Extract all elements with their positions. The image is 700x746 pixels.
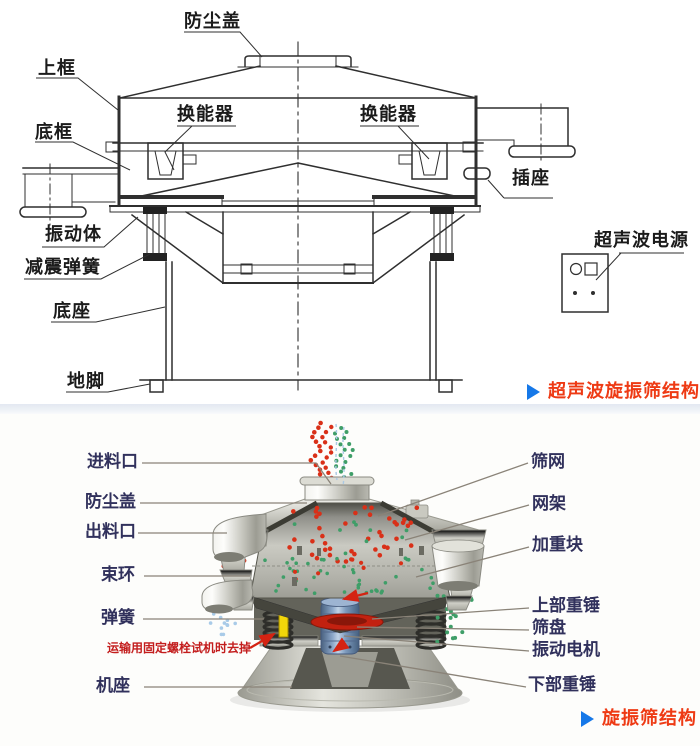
transport-bolt-warning: 运输用固定螺栓试机时去掉 [107,641,252,655]
caption-arrow-icon [527,384,540,400]
label-discharge-outlet: 出料口 [85,522,136,542]
label-machine-base: 机座 [96,676,130,696]
label-transducer-left: 换能器 [177,104,234,125]
label-ultrasonic-power: 超声波电源 [594,230,689,251]
upper-weight-ring [310,613,384,631]
discharge-outlet-upper [212,513,268,562]
label-socket: 插座 [512,168,550,189]
ultrasonic-power-box [561,253,609,313]
label-vibrating-body: 振动体 [45,224,102,245]
caption-arrow-icon [581,711,594,727]
label-base: 底座 [53,301,91,322]
label-spring: 弹簧 [101,608,135,628]
caption-ultrasonic-sieve: 超声波旋振筛结构 [527,383,700,401]
discharge-outlet-lower [201,579,254,614]
label-dust-cover-bottom: 防尘盖 [85,492,136,512]
bottom-leader-lines [138,462,530,688]
red-indicator-arrows [249,589,369,653]
label-foot: 地脚 [67,371,105,392]
label-lower-weight: 下部重锤 [528,675,596,695]
top-leader-lines [24,31,684,393]
socket-part [463,167,491,180]
label-dust-cover-top: 防尘盖 [184,11,241,32]
label-transducer-right: 换能器 [360,104,417,125]
label-clamp-ring: 束环 [101,565,135,585]
caption-rotary-sieve: 旋振筛结构 [581,710,697,728]
feed-inlet-rim [299,476,375,486]
label-upper-frame: 上框 [38,58,76,79]
label-mesh-frame: 网架 [532,494,566,514]
label-weight-block: 加重块 [532,535,583,555]
label-screen-mesh: 筛网 [531,452,565,472]
top-sectional-drawing [19,41,576,393]
label-damper-spring: 减震弹簧 [25,257,101,278]
label-vibration-motor: 振动电机 [532,640,600,660]
label-upper-weight: 上部重锤 [532,596,600,616]
section-divider [0,404,700,414]
machine-3d-render [201,420,487,712]
label-feed-inlet: 进料口 [87,452,138,472]
label-bottom-frame: 底框 [35,122,73,143]
label-sieve-pan: 筛盘 [532,618,566,638]
